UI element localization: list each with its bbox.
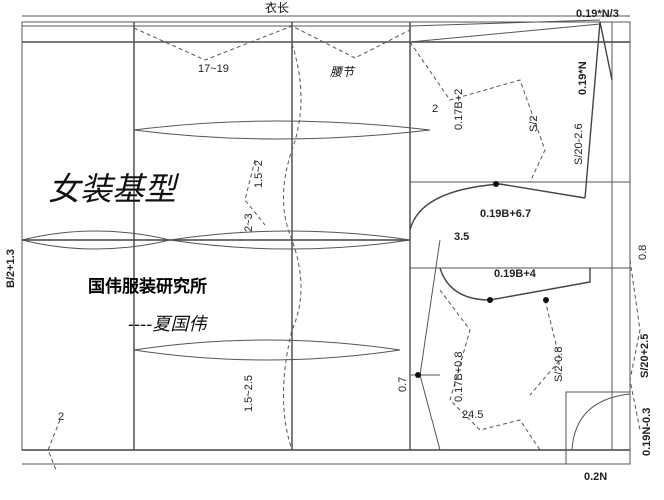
label-dart-1-5-2: 1.5~2 bbox=[253, 160, 265, 188]
dashed-front-2 bbox=[529, 299, 561, 396]
dashed-waist bbox=[133, 25, 411, 61]
label-garment-length: 衣长 bbox=[265, 0, 289, 15]
label-two-bottom: 2 bbox=[58, 411, 64, 423]
label-b17-plus-2: 0.17B+2 bbox=[453, 89, 465, 130]
author-name: ----夏国伟 bbox=[128, 314, 208, 335]
point-front-1 bbox=[487, 297, 493, 303]
label-dart-2-3: 2~3 bbox=[243, 213, 255, 232]
label-s20-minus: S/20-2.6 bbox=[573, 123, 585, 165]
point-back bbox=[493, 181, 499, 187]
label-24-5: 24.5 bbox=[462, 409, 483, 421]
label-0-8: 0.8 bbox=[637, 245, 649, 260]
dart-upper bbox=[133, 120, 431, 140]
point-dart bbox=[415, 372, 421, 378]
label-n-over-3: 0.19*N/3 bbox=[576, 8, 619, 20]
label-n19-minus: 0.19N-0.3 bbox=[641, 408, 653, 456]
label-s-half: S/2 bbox=[528, 115, 540, 132]
label-n19: 0.19*N bbox=[577, 61, 589, 95]
label-s20-plus: S/20+2.5 bbox=[639, 334, 651, 378]
front-dart bbox=[409, 239, 441, 451]
point-front-2 bbox=[543, 297, 549, 303]
dashed-back bbox=[409, 41, 546, 183]
outer-frame bbox=[21, 21, 631, 451]
front-neck-curve bbox=[571, 393, 631, 451]
label-3-5: 3.5 bbox=[454, 231, 469, 243]
neck-box bbox=[565, 391, 631, 465]
label-two-top: 2 bbox=[432, 103, 438, 115]
label-b19-plus-4: 0.19B+4 bbox=[494, 268, 537, 280]
label-waist: 腰节 bbox=[330, 65, 356, 79]
label-0-2n: 0.2N bbox=[584, 471, 607, 483]
label-0-7: 0.7 bbox=[397, 377, 409, 392]
label-b19-plus-6-7: 0.19B+6.7 bbox=[480, 208, 531, 220]
back-neck bbox=[584, 21, 613, 199]
dart-lower bbox=[133, 339, 401, 361]
label-s2-minus: S/2-0.8 bbox=[553, 347, 565, 382]
label-b-half: B/2+1.3 bbox=[5, 249, 17, 288]
dashed-front bbox=[439, 289, 541, 451]
dashed-hem bbox=[47, 419, 61, 471]
institute-name: 国伟服装研究所 bbox=[88, 276, 207, 297]
label-dart-1-5-2-5: 1.5~2.5 bbox=[243, 375, 255, 412]
dashed-right bbox=[629, 259, 641, 431]
label-waist-dart: 17~19 bbox=[198, 63, 229, 75]
shoulder-line-2 bbox=[22, 23, 601, 43]
label-b17-plus-0-8: 0.17B+0.8 bbox=[453, 352, 465, 402]
shoulder-line bbox=[22, 19, 601, 27]
title: 女装基型 bbox=[48, 170, 180, 208]
armhole-back bbox=[409, 183, 586, 231]
